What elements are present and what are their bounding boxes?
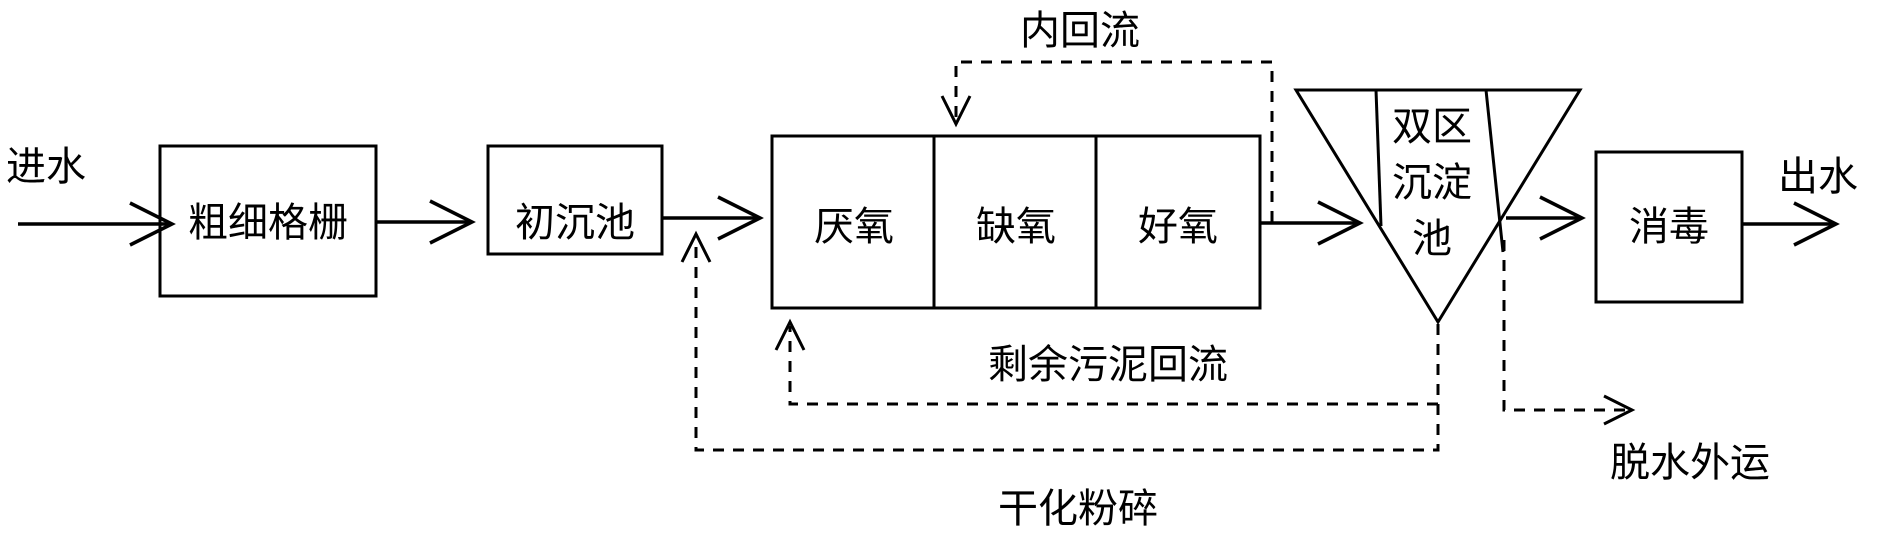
disinfection-label: 消毒 xyxy=(1629,204,1709,250)
dewater-head xyxy=(1603,394,1636,426)
clarifier-inner-right xyxy=(1484,89,1505,253)
clarifier-label-3: 池 xyxy=(1412,216,1452,262)
primary-box xyxy=(486,144,664,256)
sludge-return-label: 剩余污泥回流 xyxy=(988,342,1228,388)
internal-recycle-label: 内回流 xyxy=(1020,8,1140,54)
screen-label: 粗细格栅 xyxy=(188,200,348,246)
clarifier-label-1: 双区 xyxy=(1392,104,1472,150)
inlet-label: 进水 xyxy=(6,144,86,190)
anaerobic-label: 厌氧 xyxy=(814,204,894,250)
bioreactor-box xyxy=(770,134,1262,310)
clarifier-to-disinfection-head xyxy=(1539,195,1586,241)
internal-recycle-line xyxy=(954,60,1274,222)
reactor-to-clarifier-head xyxy=(1317,200,1364,246)
inlet-arrow-head xyxy=(129,201,176,247)
outlet-label: 出水 xyxy=(1778,154,1858,200)
dry-grind-line xyxy=(694,238,1440,452)
sludge-return-head xyxy=(774,318,806,351)
clarifier-label-2: 沉淀 xyxy=(1392,160,1472,206)
clarifier-inner-left xyxy=(1374,89,1383,227)
dewater-haul-label: 脱水外运 xyxy=(1610,440,1770,486)
dewater-line xyxy=(1502,240,1630,412)
primary-label: 初沉池 xyxy=(515,200,635,246)
outlet-arrow-head xyxy=(1793,201,1840,247)
dry-grind-label: 干化粉碎 xyxy=(998,486,1158,532)
screen-box xyxy=(158,144,378,298)
clarifier-cone xyxy=(1293,88,1583,325)
disinfection-box xyxy=(1594,150,1744,304)
screen-to-primary-head xyxy=(429,199,476,245)
anoxic-label: 缺氧 xyxy=(976,204,1056,250)
internal-recycle-head xyxy=(940,95,972,128)
sludge-return-line xyxy=(788,324,1440,406)
dry-grind-head xyxy=(680,230,712,263)
aerobic-label: 好氧 xyxy=(1138,204,1218,250)
primary-to-reactor-head xyxy=(717,195,764,241)
